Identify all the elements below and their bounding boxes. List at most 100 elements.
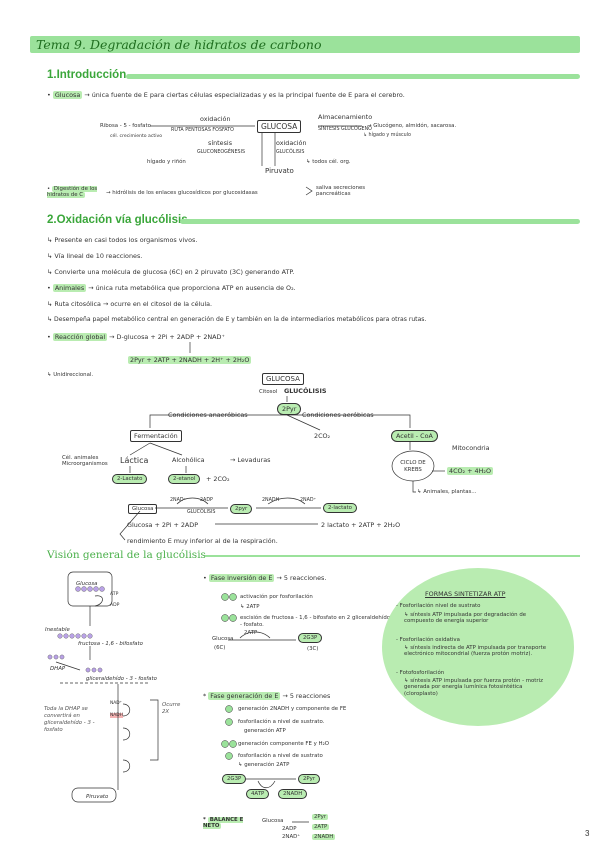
arrow-animals bbox=[412, 481, 416, 493]
tree-lactato2: 2-lactato bbox=[323, 503, 357, 513]
path-curve-nad bbox=[122, 703, 131, 717]
phase1-c6: (6C) bbox=[214, 645, 226, 651]
oxid-bullet-8: ↳ Unidireccional. bbox=[47, 372, 94, 378]
vision-rule bbox=[205, 555, 580, 557]
oxid-heading: 2.Oxidación vía glucólisis bbox=[47, 214, 188, 226]
tree-line-right bbox=[287, 414, 411, 428]
tree-line-lactica bbox=[129, 442, 151, 456]
tree-animals: ↳ Animales, plantas... bbox=[417, 489, 477, 495]
tree-nad: 2NAD⁺ bbox=[170, 498, 187, 503]
vp-inestable: Inestable bbox=[45, 627, 70, 633]
glucosa-center-box: GLUCOSA bbox=[257, 120, 302, 133]
phase2-s2b: generación ATP bbox=[244, 728, 286, 734]
tree-co2b: + 2CO₂ bbox=[206, 475, 230, 483]
vp-fructosa: fructosa - 1,6 - bifosfato bbox=[78, 641, 143, 647]
tree-mitocondria: Mitocondria bbox=[452, 444, 490, 452]
formas-f1: - Fosforilación nivel de sustrato bbox=[396, 603, 481, 609]
vp-g3p: gliceraldehído - 3 - fosfato bbox=[86, 676, 157, 682]
path-curve-atp bbox=[94, 595, 103, 607]
vp-ocurre: Ocurre 2X bbox=[162, 702, 181, 715]
balance-adp: 2ADP bbox=[282, 826, 297, 832]
phase2-s2: fosforilación a nivel de sustrato. bbox=[238, 719, 325, 725]
digestion-out: saliva secreciones pancreáticas bbox=[316, 185, 366, 197]
path-curve-atp2 bbox=[122, 727, 131, 741]
oxid-rule bbox=[180, 219, 580, 224]
vp-nadh: NADH bbox=[110, 713, 123, 718]
tree-line-alcohol bbox=[149, 442, 183, 456]
all-cells-label: ↳ todos cél. org. bbox=[306, 159, 351, 165]
oxid-bullet-2: ↳ Vía lineal de 10 reacciones. bbox=[47, 252, 143, 260]
tree-glc-box: Glucosa bbox=[128, 504, 158, 514]
tree-eq-out: 2 lactato + 2ATP + 2H₂O bbox=[321, 521, 401, 529]
formas-f2d: ↳ síntesis indirecta de ATP impulsada po… bbox=[404, 645, 547, 658]
balance-out3: 2NADH bbox=[312, 834, 336, 840]
phase1-g3p: 2G3P bbox=[298, 633, 323, 643]
pentose-label: RUTA PENTOSAS FOSFATO bbox=[171, 128, 234, 133]
liver-kidney-label: hígado y riñón bbox=[147, 159, 186, 165]
tree-fermentacion: Fermentación bbox=[130, 430, 182, 442]
brace-2x bbox=[150, 699, 159, 761]
global-reaction-result: 2Pyr + 2ATP + 2NADH + 2H⁺ + 2H₂O bbox=[128, 356, 252, 364]
formas-f3d: ↳ síntesis ATP impulsada por fuerza prot… bbox=[404, 678, 543, 697]
formas-circle bbox=[382, 568, 574, 726]
phase2-s1: generación 2NADH y componente de FE bbox=[238, 706, 347, 712]
vision-heading: Visión general de la glucólisis bbox=[47, 549, 206, 561]
tree-levaduras: → Levaduras bbox=[230, 456, 271, 464]
phase1-s2: escisión de fructosa - 1,6 - bifosfato e… bbox=[240, 615, 399, 628]
liver-muscle-label: ↳ hígado y músculo bbox=[363, 133, 411, 138]
tree-glucolisis: GLUCÓLISIS bbox=[284, 387, 327, 395]
intro-heading: 1.Introducción bbox=[47, 69, 127, 81]
pyruvate-label: Piruvato bbox=[265, 167, 294, 175]
phase1-glc: Glucosa bbox=[212, 636, 234, 642]
curve-phase1 bbox=[239, 631, 271, 639]
formas-f1d: ↳ síntesis ATP impulsada por degradación… bbox=[404, 612, 527, 625]
vp-atp: ATP bbox=[110, 592, 119, 597]
phase2-s3: generación componente FE y H₂O bbox=[238, 741, 329, 747]
intro-rule bbox=[126, 74, 580, 79]
tree-cel-animales: Cél. animales Microorganismos bbox=[62, 455, 108, 467]
oxid-bullet-3: ↳ Convierte una molécula de glucosa (6C)… bbox=[47, 268, 295, 276]
krebs-circle bbox=[391, 450, 435, 482]
intro-glucose-line: • Glucosa → única fuente de E para ciert… bbox=[47, 91, 405, 99]
phase1-c3: (3C) bbox=[307, 646, 319, 652]
piruvato-ring bbox=[71, 787, 117, 803]
phase2-pyr: 2Pyr bbox=[298, 774, 321, 784]
vp-nad: NAD⁺ bbox=[110, 701, 122, 706]
tree-pyr2: 2pyr bbox=[230, 504, 253, 514]
tree-rend: rendimiento E muy inferior al de la resp… bbox=[127, 537, 278, 545]
page-title: Tema 9. Degradación de hidratos de carbo… bbox=[36, 37, 322, 52]
vp-dhap: DHAP bbox=[50, 666, 66, 672]
tree-nad2: 2NAD⁺ bbox=[300, 498, 317, 503]
oxid-bullet-1: ↳ Presente en casi todos los organismos … bbox=[47, 236, 198, 244]
storage-label: Almacenamiento bbox=[318, 113, 373, 121]
active-cells-label: cél. crecimiento activo bbox=[110, 134, 162, 139]
phase1-s1b: ↳ 2ATP bbox=[240, 604, 260, 610]
balance-label: * BALANCE E NETO bbox=[203, 817, 244, 829]
curve-nadh bbox=[267, 497, 306, 505]
path-line-dhap bbox=[55, 661, 81, 671]
tree-co2: 2CO₂ bbox=[314, 432, 331, 440]
glycogen-label: → Glucógeno, almidón, sacarosa. bbox=[367, 123, 457, 129]
oxid-bullet-5: ↳ Ruta citosólica → ocurre en el citosol… bbox=[47, 300, 213, 308]
synthesis-label: síntesis bbox=[208, 139, 233, 147]
phase1-atp: 2ATP bbox=[244, 630, 258, 636]
ribose-label: Ribosa - 5 - fosfato bbox=[100, 123, 151, 129]
phase2-s4b: ↳ generación 2ATP bbox=[238, 762, 290, 768]
phase2-s4: fosforilación a nivel de sustrato bbox=[238, 753, 323, 759]
formas-f3: - Fotofosforilación bbox=[396, 670, 445, 676]
phase1-s1: activación por fosforilación bbox=[240, 594, 313, 600]
vp-glucosa: Glucosa bbox=[76, 581, 98, 587]
oxid-bullet-4: • Animales → única ruta metabólica que p… bbox=[47, 284, 296, 292]
curve-nad bbox=[176, 497, 209, 505]
page-number: 3 bbox=[585, 829, 590, 838]
glycogen-synth-label: SÍNTESIS GLUCÓGENO bbox=[318, 127, 372, 132]
vp-piruvato: Piruvato bbox=[86, 794, 109, 800]
tree-nadh: 2NADH bbox=[262, 498, 280, 503]
balance-out1: 2Pyr bbox=[312, 814, 329, 820]
oxid-bullet-6: ↳ Desempeña papel metabólico central en … bbox=[47, 316, 427, 323]
tree-line-left bbox=[149, 414, 287, 428]
formas-title: FORMAS SINTETIZAR ATP bbox=[425, 590, 506, 598]
oxid-bullet-7: • Reacción global → D-glucosa + 2Pi + 2A… bbox=[47, 333, 225, 341]
